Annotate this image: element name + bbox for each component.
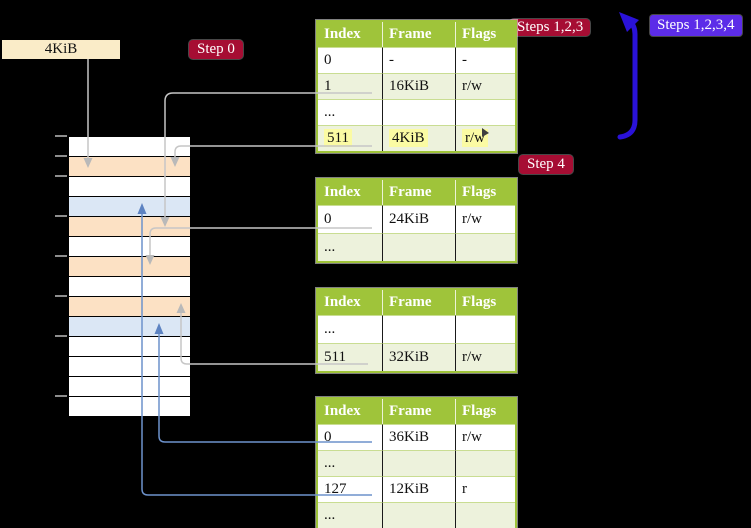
column-header-index: Index <box>318 180 382 205</box>
memory-tick <box>55 255 67 257</box>
memory-frame-row <box>69 157 190 177</box>
highlighted-value: r/w <box>462 129 488 147</box>
highlighted-value: 511 <box>324 129 352 147</box>
memory-tick <box>55 395 67 397</box>
memory-frame-row <box>69 297 190 317</box>
column-header-frame: Frame <box>382 290 455 315</box>
table-row: ... <box>318 502 515 528</box>
physical-memory-stack <box>68 136 191 417</box>
memory-tick <box>55 215 67 217</box>
memory-frame-row <box>69 197 190 217</box>
column-header-frame: Frame <box>382 22 455 47</box>
highlighted-value: 4KiB <box>389 129 428 147</box>
badge-steps-1-2-3: Steps 1,2,3 <box>510 19 591 36</box>
column-header-flags: Flags <box>455 290 515 315</box>
table-row: 0-- <box>318 47 515 73</box>
memory-frame-row <box>69 237 190 257</box>
column-header-frame: Frame <box>382 399 455 424</box>
column-header-index: Index <box>318 290 382 315</box>
memory-tick <box>55 295 67 297</box>
table-row: ... <box>318 99 515 125</box>
badge-step-4: Step 4 <box>519 155 573 174</box>
memory-tick <box>55 175 67 177</box>
memory-frame-row <box>69 137 190 157</box>
column-header-index: Index <box>318 399 382 424</box>
table-row: ... <box>318 450 515 476</box>
memory-tick <box>55 155 67 157</box>
frame-size-label: 4KiB <box>2 40 120 59</box>
memory-frame-row <box>69 397 190 416</box>
badge-step-0: Step 0 <box>189 40 243 59</box>
memory-frame-row <box>69 317 190 337</box>
memory-frame-row <box>69 337 190 357</box>
memory-frame-row <box>69 357 190 377</box>
column-header-index: Index <box>318 22 382 47</box>
table-row-highlighted: 511 4KiB r/w <box>318 125 515 151</box>
big-loop-arrow <box>617 12 639 140</box>
column-header-frame: Frame <box>382 180 455 205</box>
column-header-flags: Flags <box>455 399 515 424</box>
memory-frame-row <box>69 377 190 397</box>
memory-tick <box>55 135 67 137</box>
column-header-flags: Flags <box>455 22 515 47</box>
table-row: ... <box>318 233 515 261</box>
column-header-flags: Flags <box>455 180 515 205</box>
table-row: ... <box>318 315 515 343</box>
memory-frame-row <box>69 257 190 277</box>
memory-frame-row <box>69 217 190 237</box>
memory-frame-row <box>69 277 190 297</box>
badge-steps-1-2-3-4: Steps 1,2,3,4 <box>650 15 742 36</box>
memory-frame-row <box>69 177 190 197</box>
memory-tick <box>55 335 67 337</box>
